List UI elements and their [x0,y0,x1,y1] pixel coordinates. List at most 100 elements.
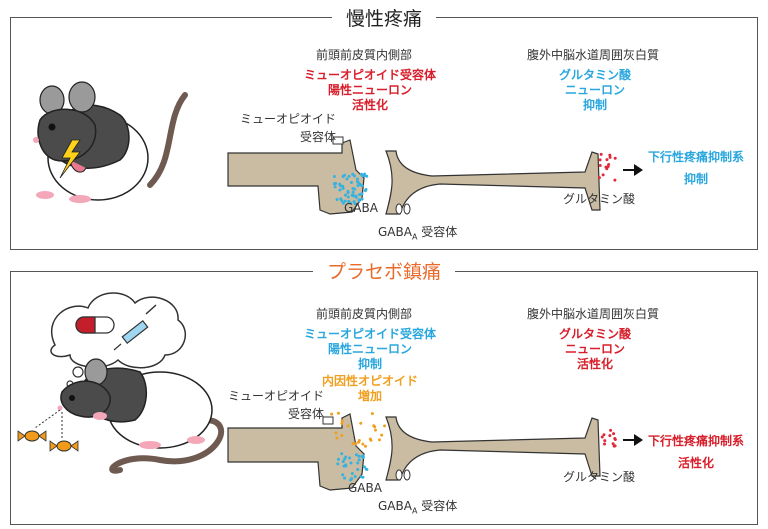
neurotransmitter-dot [347,199,351,203]
output-line: 下行性疼痛抑制系 [647,150,744,164]
gaba-a-text: GABA [378,225,412,239]
gaba-a-text: GABA [378,499,412,513]
pill-icon [75,316,115,334]
glutamate-label: グルタミン酸 [563,470,636,484]
descending-pain-activation-label: 下行性疼痛抑制系 活性化 [642,430,750,474]
gaba-release-dots [332,172,369,206]
neurotransmitter-dot [361,455,365,459]
neurotransmitter-dot [339,184,343,188]
neurotransmitter-dot [351,187,355,191]
gaba-a-subscript: A [411,506,418,516]
neurotransmitter-dot [341,473,345,477]
mu-receptor-marker [322,416,334,425]
opioid-state-line: 増加 [357,389,382,403]
neurotransmitter-dot [355,180,359,184]
neurotransmitter-dot [349,461,353,465]
neurotransmitter-dot [364,467,368,471]
neurotransmitter-dot [360,192,364,196]
neurotransmitter-dot [613,437,617,441]
opioid-release-dots [330,411,387,448]
neurotransmitter-dot [612,444,616,448]
mpfc-state-line: ミューオピオイド受容体 [303,68,436,82]
neurotransmitter-dot [597,176,601,180]
descending-pain-inhibition-label: 下行性疼痛抑制系 抑制 [642,146,750,190]
neurotransmitter-dot [346,189,350,193]
pag-state-label: グルタミン酸 ニューロン 抑制 [540,68,650,113]
neurotransmitter-dot [336,411,340,415]
neurotransmitter-dot [602,433,606,437]
neurotransmitter-dot [608,155,612,159]
neurotransmitter-dot [598,158,602,162]
gaba-a-receptor-text: 受容体 [417,225,458,239]
neurotransmitter-dot [609,428,613,432]
glutamate-release-dots [597,152,617,182]
neurotransmitter-dot [340,199,344,203]
pag-state-line: 活性化 [576,357,613,371]
neurotransmitter-dot [333,185,337,189]
output-line: 抑制 [683,172,708,186]
glutamate-label: グルタミン酸 [563,192,636,206]
output-line: 活性化 [677,456,714,470]
neurotransmitter-dot [608,434,612,438]
mpfc-state-line: 陽性ニューロン [327,83,412,97]
gaba-a-receptor-label: GABAA 受容体 [378,497,457,515]
neurotransmitter-dot [356,184,360,188]
neurotransmitter-dot [350,471,354,475]
thought-bubble [50,292,187,388]
pag-neuron [385,150,601,215]
neurotransmitter-dot [354,453,358,457]
gaba-release-dots [336,452,369,482]
pag-neuron-placebo [385,416,601,481]
neurotransmitter-dot [353,475,357,479]
mu-receptor-line: 受容体 [287,407,324,421]
neurotransmitter-dot [352,200,356,204]
neurotransmitter-dot [351,190,355,194]
neurotransmitter-dot [354,442,358,446]
syringe-icon [113,304,157,351]
neurotransmitter-dot [360,197,364,201]
neurotransmitter-dot [600,435,604,439]
pag-state-line: ニューロン [564,83,625,97]
neurotransmitter-dot [334,431,338,435]
neurotransmitter-dot [346,424,350,428]
neurotransmitter-dot [613,156,617,160]
neurotransmitter-dot [613,178,617,182]
neurotransmitter-dot [336,462,340,466]
mpfc-state-line: 陽性ニューロン [327,342,412,356]
neurotransmitter-dot [383,424,387,428]
neurotransmitter-dot [598,163,602,167]
opioid-state-line: 内因性オピオイド [321,374,418,388]
gaba-a-receptor-text: 受容体 [417,499,458,513]
neurotransmitter-dot [603,442,607,446]
neurotransmitter-dot [359,475,363,479]
neurotransmitter-dot [606,165,610,169]
pag-state-line: ニューロン [564,342,625,356]
neurotransmitter-dot [355,177,359,181]
neurotransmitter-dot [601,173,605,177]
neurotransmitter-dot [349,478,353,482]
neurotransmitter-dot [344,455,348,459]
mpfc-label: 前頭前皮質内側部 [316,307,413,321]
neurotransmitter-dot [340,421,344,425]
neurotransmitter-dot [357,440,361,444]
neurotransmitter-dot [340,419,344,423]
neurotransmitter-dot [358,193,362,197]
neurotransmitter-dot [361,442,365,446]
neurotransmitter-dot [612,432,616,436]
neurotransmitter-dot [380,433,384,437]
mpfc-neuron-placebo [227,413,365,491]
neurotransmitter-dot [359,421,363,425]
gaba-label: GABA [348,481,382,495]
neurotransmitter-dot [373,425,377,429]
neurotransmitter-dot [373,428,377,432]
neurotransmitter-dot [335,436,339,440]
neurotransmitter-dot [343,199,347,203]
neurotransmitter-dot [608,153,612,157]
pain-mouse-illustration [33,81,188,203]
gaba-a-subscript: A [411,232,418,242]
neurotransmitter-dot [363,174,367,178]
neurotransmitter-dot [332,174,336,178]
mu-receptor-marker [332,136,344,145]
endogenous-opioid-label: 内因性オピオイド 増加 [300,374,440,404]
mu-receptor-line: ミューオピオイド [239,112,336,126]
